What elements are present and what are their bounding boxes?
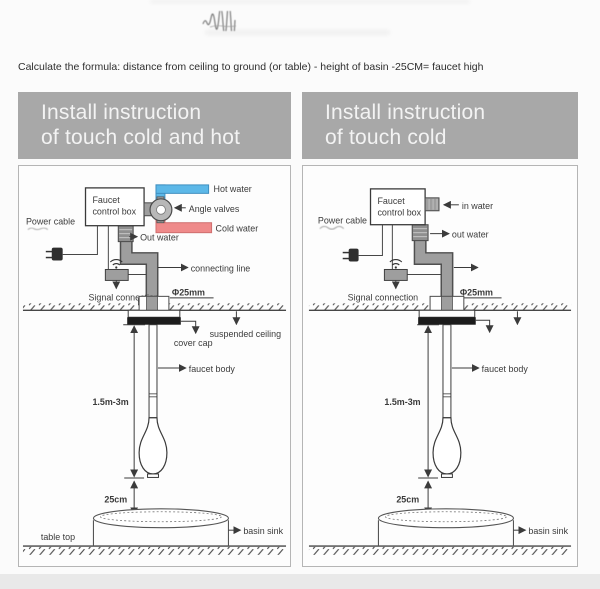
- cold-water-label: Cold water: [216, 224, 259, 234]
- top-smear: [150, 0, 470, 3]
- table-top-label: table top: [41, 532, 75, 542]
- signal-connection-label: Signal connection: [348, 292, 419, 302]
- basin-sink-label: basin sink: [243, 526, 283, 536]
- header-left: Install instruction of touch cold and ho…: [18, 92, 291, 159]
- spout-outlet: [147, 473, 159, 478]
- faucet-control-box-label-1: Faucet: [377, 196, 405, 206]
- basin: [377, 508, 515, 547]
- hot-water-label: Hot water: [214, 184, 252, 194]
- spout-clearance-label: 25cm: [104, 494, 127, 504]
- drop-height-label: 1.5m-3m: [384, 397, 420, 407]
- signal-connector: [104, 268, 129, 281]
- escutcheon-plate: [418, 309, 476, 318]
- cover-cap: [127, 317, 181, 325]
- faucet-control-box: Faucet control box: [369, 188, 426, 226]
- supply-pipe: [119, 238, 159, 312]
- header-right-line1: Install instruction: [325, 101, 486, 124]
- angle-valves-label: Angle valves: [189, 204, 240, 214]
- cold-pipe: [155, 222, 213, 234]
- faucet-control-box: Faucet control box: [84, 187, 145, 227]
- collar-pipe: [146, 295, 158, 312]
- power-plug-icon: [342, 224, 383, 262]
- cover-cap-arrow-unlabeled: [475, 319, 494, 334]
- faucet-spout: [138, 417, 168, 475]
- hot-pipe: [155, 184, 210, 194]
- cover-cap-arrow: [180, 320, 200, 335]
- signal-antenna-icon: [389, 259, 403, 269]
- signal-connection-label: Signal connection: [88, 292, 159, 302]
- ground-hatch: [22, 546, 287, 555]
- faucet-control-box-label-1: Faucet: [92, 195, 120, 205]
- faucet-control-box-label-2: control box: [377, 208, 421, 218]
- escutcheon-plate: [127, 309, 181, 318]
- cover-cap: [418, 317, 476, 325]
- angle-valve-assembly: [143, 184, 213, 234]
- suspended-ceiling-label: suspended ceiling: [210, 329, 281, 339]
- faucet-body-pipe: [148, 324, 158, 419]
- power-cable-label: Power cable: [318, 216, 367, 226]
- watermark-smear: [205, 30, 390, 35]
- ground-hatch: [308, 546, 572, 555]
- out-water-label: Out water: [140, 233, 179, 243]
- power-cable-label: Power cable: [26, 217, 75, 227]
- out-water-fitting: [411, 224, 429, 242]
- power-plug-icon: [45, 225, 98, 261]
- basin-sink-label: basin sink: [528, 526, 568, 536]
- header-left-line1: Install instruction: [41, 101, 202, 124]
- signal-connector: [383, 268, 408, 281]
- header-right-line2: of touch cold: [325, 125, 447, 149]
- connecting-line-label: connecting line: [191, 263, 251, 273]
- out-water-fitting: [117, 225, 134, 243]
- basin: [92, 508, 230, 547]
- power-cable-smudge: [319, 225, 345, 230]
- panel-right-diagram: Faucet control box in water out water Po…: [302, 165, 578, 567]
- faucet-body-label: faucet body: [189, 364, 236, 374]
- panel-left-diagram: Faucet control box Hot water Angle valve…: [18, 165, 291, 567]
- spout-outlet: [440, 473, 453, 478]
- faucet-control-box-label-2: control box: [92, 207, 136, 217]
- supply-pipe: [413, 238, 454, 312]
- collar-pipe: [441, 295, 453, 312]
- drop-height-label: 1.5m-3m: [92, 397, 128, 407]
- angle-valve-port: [156, 204, 166, 215]
- bottom-strip: [0, 574, 600, 589]
- pipe-diameter-label: Φ25mm: [460, 287, 493, 297]
- faucet-body-label: faucet body: [482, 364, 529, 374]
- in-water-fitting: [424, 197, 440, 212]
- faucet-spout: [432, 417, 462, 475]
- out-water-label: out water: [452, 230, 489, 240]
- power-cable-smudge: [27, 227, 49, 231]
- formula-text: Calculate the formula: distance from cei…: [18, 61, 484, 73]
- cover-cap-label: cover cap: [174, 338, 213, 348]
- in-water-label: in water: [462, 201, 493, 211]
- faucet-body-pipe: [442, 324, 452, 419]
- header-left-line2: of touch cold and hot: [41, 125, 241, 149]
- spout-clearance-label: 25cm: [396, 494, 419, 504]
- pipe-diameter-label: Φ25mm: [172, 287, 205, 297]
- signal-antenna-icon: [109, 259, 123, 269]
- header-right: Install instruction of touch cold: [302, 92, 578, 159]
- watermark-icon: [200, 2, 244, 42]
